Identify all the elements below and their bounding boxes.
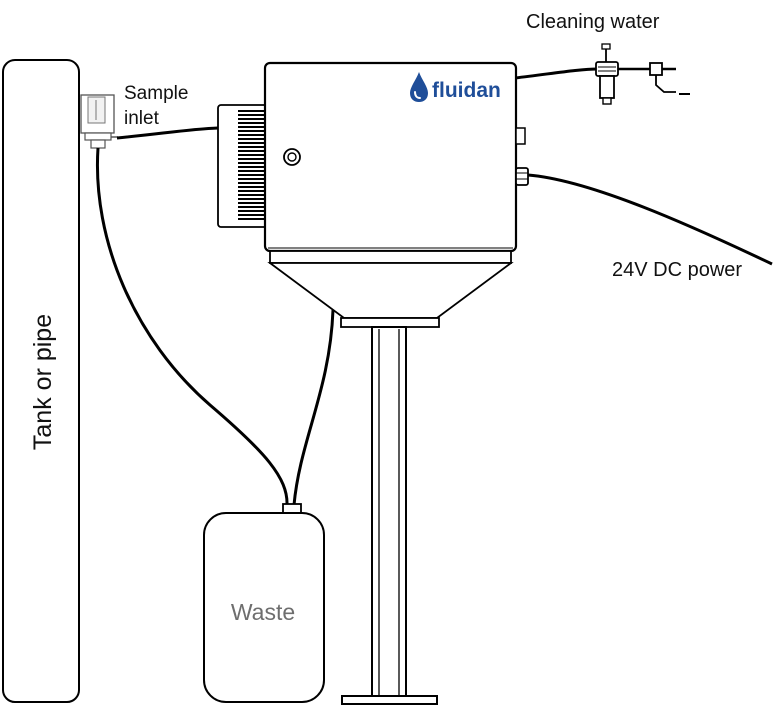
- cooler-fin: [238, 170, 264, 172]
- waste-label: Waste: [231, 599, 295, 625]
- cooler-fin: [238, 210, 264, 212]
- sample-inlet-label-line2: inlet: [124, 108, 160, 129]
- cooler-fin: [238, 134, 264, 136]
- cooler-fin: [238, 182, 264, 184]
- sample-return-tube: [95, 147, 289, 506]
- sample-inlet-fitting: [80, 94, 118, 149]
- cooler-fin: [238, 166, 264, 168]
- cooler-fin: [238, 202, 264, 204]
- cleaning-water-hose: [514, 67, 599, 80]
- brand-name: fluidan: [432, 79, 501, 102]
- cooler-fin: [238, 158, 264, 160]
- tank-label: Tank or pipe: [29, 314, 57, 450]
- cooler-fin: [238, 178, 264, 180]
- cooler-fin: [238, 126, 264, 128]
- cooler-fin: [238, 198, 264, 200]
- drain-tube: [292, 309, 335, 506]
- cooler-fin: [238, 214, 264, 216]
- drain-funnel: [267, 250, 514, 328]
- cooler-fin: [238, 138, 264, 140]
- cooler-fin: [238, 186, 264, 188]
- cooler-fin: [238, 162, 264, 164]
- cooler-fin: [238, 118, 264, 120]
- sample-inlet-label-line1: Sample: [124, 83, 188, 104]
- dc-power-cable: [527, 173, 773, 266]
- cooler-fin: [238, 142, 264, 144]
- sample-inlet-tube: [116, 126, 219, 140]
- cooler-fin: [238, 154, 264, 156]
- cooler-fins: [238, 110, 264, 220]
- cooler-fin: [238, 130, 264, 132]
- cooler-fin: [238, 194, 264, 196]
- cooler-fin: [238, 206, 264, 208]
- cooler-fin: [238, 218, 264, 220]
- waste-container: Waste: [203, 503, 325, 703]
- dc-power-label: 24V DC power: [612, 259, 742, 281]
- cooler-fin: [238, 174, 264, 176]
- water-drop-icon: [410, 72, 428, 102]
- lock-knob-icon: [283, 148, 301, 166]
- cooler-fin: [238, 146, 264, 148]
- tubing-and-cables: [95, 67, 773, 506]
- cooler-fin: [238, 122, 264, 124]
- cleaning-water-label: Cleaning water: [526, 11, 660, 33]
- cooler-fin: [238, 110, 264, 112]
- power-connector: [515, 167, 529, 186]
- support-stand: [341, 326, 438, 705]
- cleaning-water-filter: [595, 43, 690, 105]
- cooler-fin: [238, 114, 264, 116]
- cooler-fin: [238, 150, 264, 152]
- cooler-fin: [238, 190, 264, 192]
- analyzer-cabinet: fluidan: [217, 61, 529, 253]
- tank-or-pipe: Tank or pipe: [2, 59, 80, 703]
